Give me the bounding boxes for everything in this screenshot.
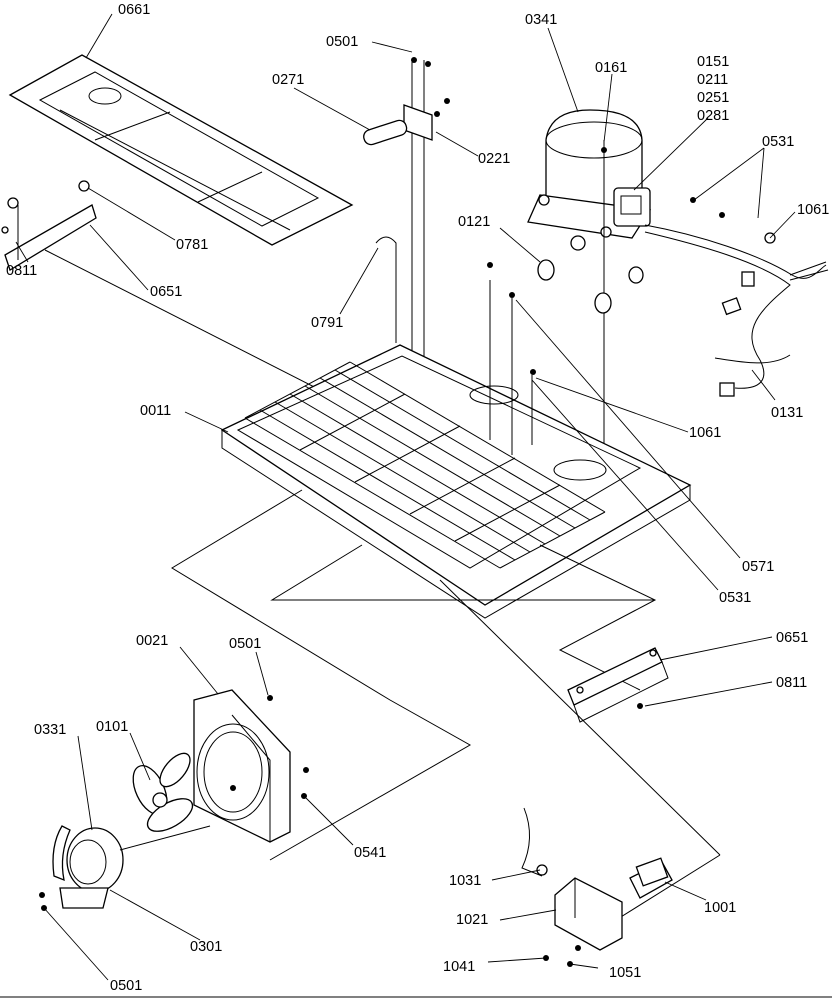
callout-0121: 0121 [458, 214, 490, 230]
callout-0101: 0101 [96, 719, 128, 735]
base-pan [220, 262, 692, 619]
fan-blade [132, 752, 194, 832]
callout-0571: 0571 [742, 559, 774, 575]
callout-0811-right: 0811 [776, 675, 807, 691]
callout-0131: 0131 [771, 405, 803, 421]
assembly-guide-lines [171, 489, 721, 931]
drain-heater-assembly [521, 807, 673, 967]
top-cover-panel [8, 54, 354, 246]
callout-0541: 0541 [354, 845, 386, 861]
callout-1061-top: 1061 [797, 202, 829, 218]
capacitor-bracket-assembly [363, 57, 450, 395]
callout-0791: 0791 [311, 315, 343, 331]
callout-0221: 0221 [478, 151, 510, 167]
callout-1021: 1021 [456, 912, 488, 928]
callout-0531-top: 0531 [762, 134, 794, 150]
callout-1051: 1051 [609, 965, 641, 981]
callout-0021: 0021 [136, 633, 168, 649]
fan-motor [39, 825, 211, 911]
callout-0501-bottom: 0501 [110, 978, 142, 994]
fan-shroud [193, 689, 309, 843]
callout-0331: 0331 [34, 722, 66, 738]
callout-0161: 0161 [595, 60, 627, 76]
callout-labels: 0661 0501 0341 0161 0151 0211 0251 0281 … [6, 2, 829, 994]
callout-0501-fan: 0501 [229, 636, 261, 652]
left-bracket [1, 180, 97, 271]
right-bracket [567, 647, 669, 723]
callout-0341: 0341 [525, 12, 557, 28]
callout-0651-left: 0651 [150, 284, 182, 300]
callout-0271: 0271 [272, 72, 304, 88]
callout-0301: 0301 [190, 939, 222, 955]
callout-1031: 1031 [449, 873, 481, 889]
callout-0211: 0211 [697, 72, 728, 88]
callout-0011: 0011 [140, 403, 171, 419]
condenser-coil [244, 361, 606, 569]
callout-0531-mid: 0531 [719, 590, 751, 606]
callout-1061-mid: 1061 [689, 425, 721, 441]
grommets [537, 235, 644, 314]
callout-0151: 0151 [697, 54, 729, 70]
callout-0251: 0251 [697, 90, 729, 106]
callout-0501-top: 0501 [326, 34, 358, 50]
callout-0281: 0281 [697, 108, 729, 124]
callout-leaders [15, 13, 796, 981]
callout-0781: 0781 [176, 237, 208, 253]
callout-0651-right: 0651 [776, 630, 808, 646]
relay-overload [613, 187, 651, 227]
callout-0661: 0661 [118, 2, 150, 18]
callout-1041: 1041 [443, 959, 475, 975]
callout-0811-left: 0811 [6, 263, 37, 279]
callout-1001: 1001 [704, 900, 736, 916]
wiring-harness [644, 197, 829, 397]
